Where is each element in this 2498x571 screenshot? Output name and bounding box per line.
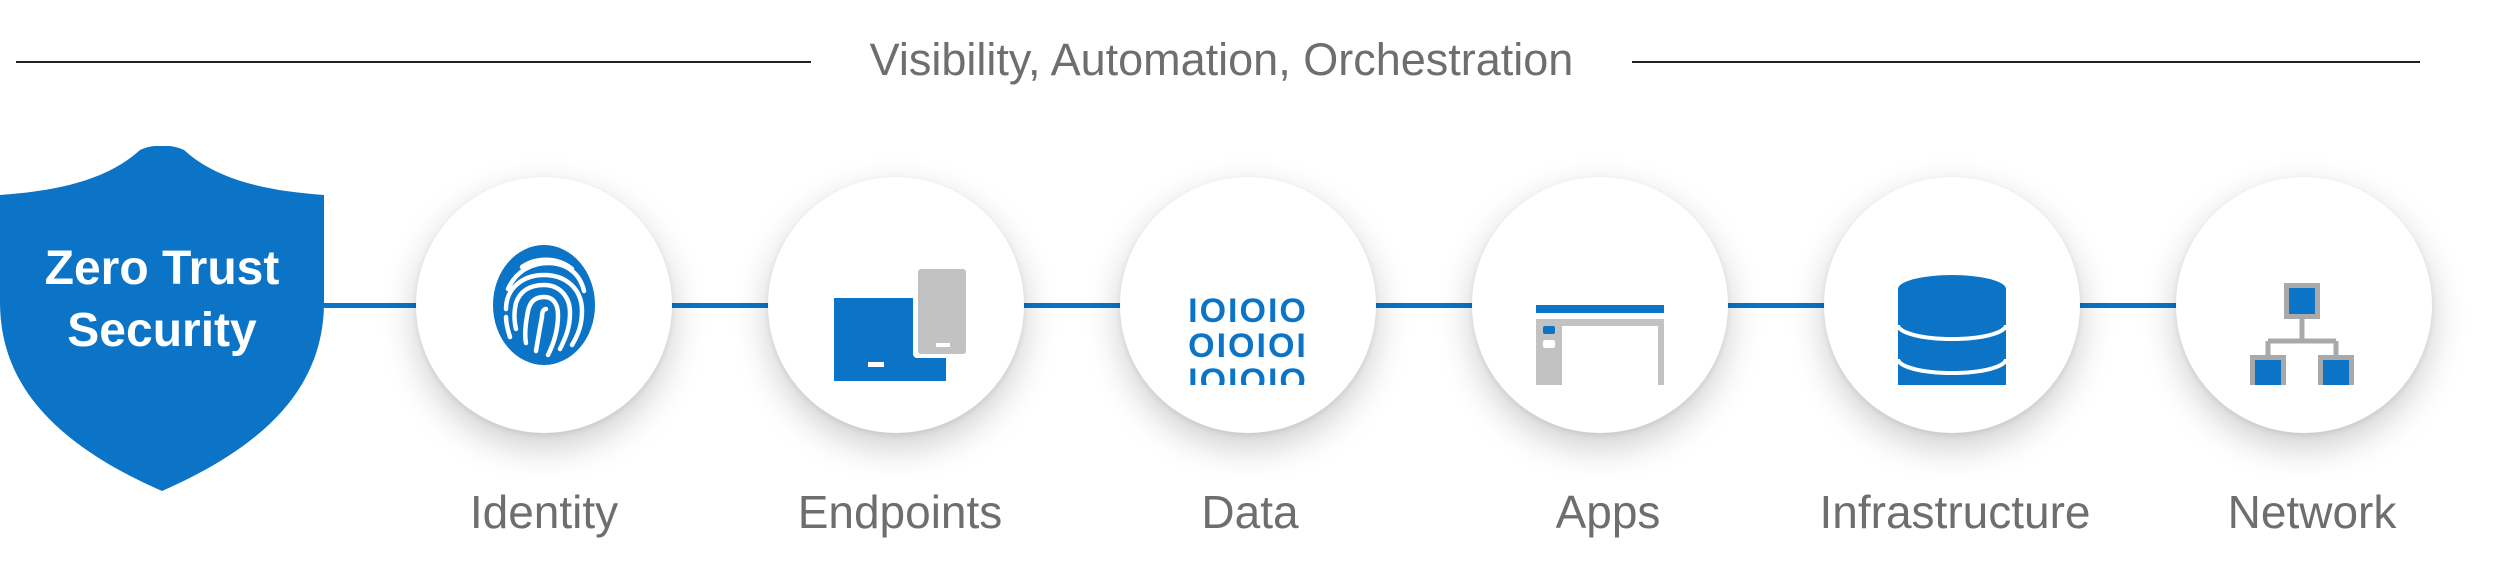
pillar-label-endpoints: Endpoints <box>797 486 1003 538</box>
data-row-3: IOIOIO <box>1188 362 1308 385</box>
zero-trust-shield <box>0 146 324 491</box>
shield-line-1: Zero Trust <box>44 242 280 295</box>
binary-data-icon: IOIOIO OIOIOI IOIOIO <box>1168 225 1328 385</box>
shield-line-2: Security <box>67 304 257 357</box>
pillar-label-identity: Identity <box>469 486 619 538</box>
header-rule-left <box>16 61 811 63</box>
pillar-network <box>2176 177 2432 433</box>
header-title: Visibility, Automation, Orchestration <box>869 34 1574 85</box>
app-window-icon <box>1520 225 1680 385</box>
pillar-label-network: Network <box>2227 486 2397 538</box>
shield-icon <box>0 146 324 491</box>
fingerprint-icon <box>464 225 624 385</box>
pillar-label-data: Data <box>1201 486 1299 538</box>
header-rule-right <box>1632 61 2420 63</box>
database-icon <box>1872 225 2032 385</box>
pillar-label-apps: Apps <box>1555 486 1661 538</box>
pillar-label-infrastructure: Infrastructure <box>1819 486 2091 538</box>
shield-title: Zero Trust Security <box>0 238 324 362</box>
data-row-1: IOIOIO <box>1188 292 1308 330</box>
pillar-identity <box>416 177 672 433</box>
pillar-infrastructure <box>1824 177 2080 433</box>
pillar-endpoints <box>768 177 1024 433</box>
pillar-data: IOIOIO OIOIOI IOIOIO <box>1120 177 1376 433</box>
data-row-2: OIOIOI <box>1188 327 1308 365</box>
pillar-apps <box>1472 177 1728 433</box>
devices-icon <box>816 225 976 385</box>
network-tree-icon <box>2224 225 2384 385</box>
